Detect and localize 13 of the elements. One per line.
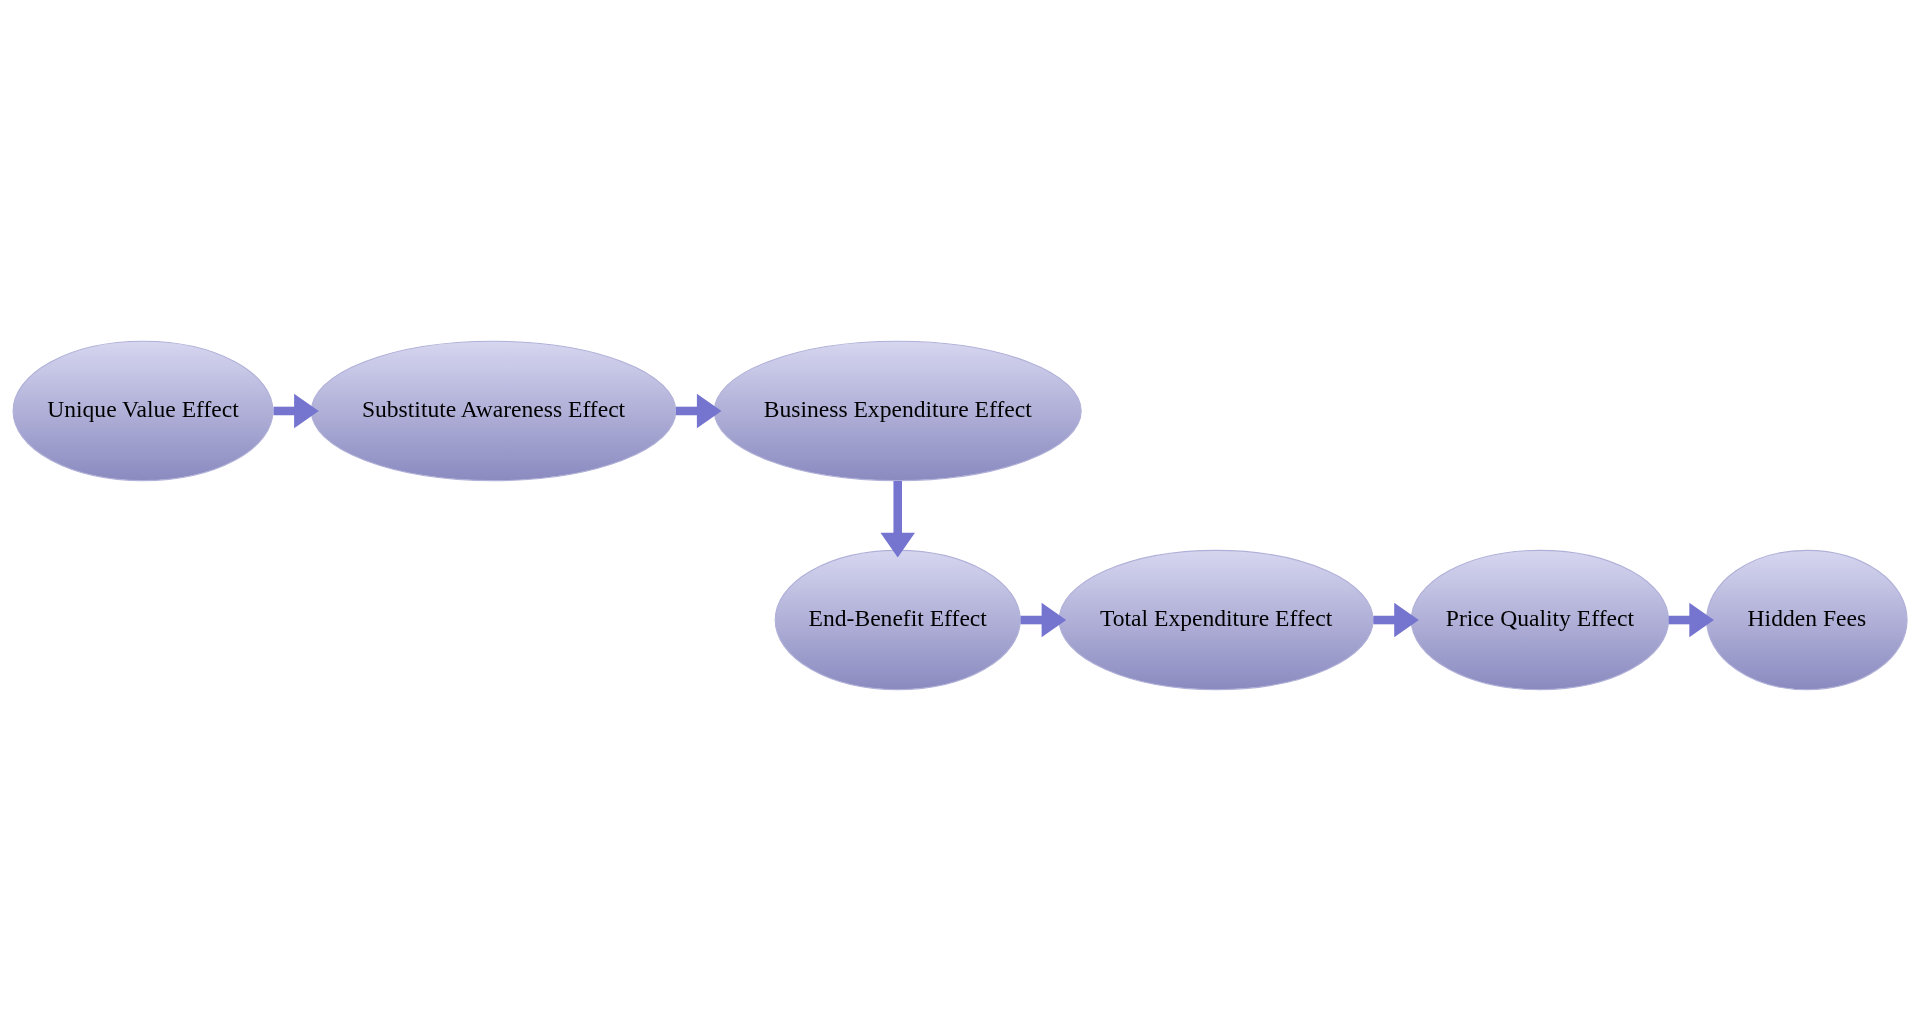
arrow [675, 393, 722, 429]
node-ellipse: Business Expenditure Effect [713, 340, 1082, 482]
arrow [1020, 602, 1067, 638]
node-ellipse: Total Expenditure Effect [1058, 549, 1374, 691]
node-ellipse: Price Quality Effect [1410, 549, 1670, 691]
arrow [1668, 602, 1714, 638]
node-ellipse: Hidden Fees [1706, 549, 1908, 691]
node-ellipse: Unique Value Effect [12, 340, 274, 482]
arrow [1373, 602, 1419, 638]
node-ellipse: Substitute Awareness Effect [310, 340, 677, 482]
arrow [880, 480, 915, 558]
arrow [273, 393, 319, 429]
node-ellipse: End-Benefit Effect [774, 549, 1021, 691]
